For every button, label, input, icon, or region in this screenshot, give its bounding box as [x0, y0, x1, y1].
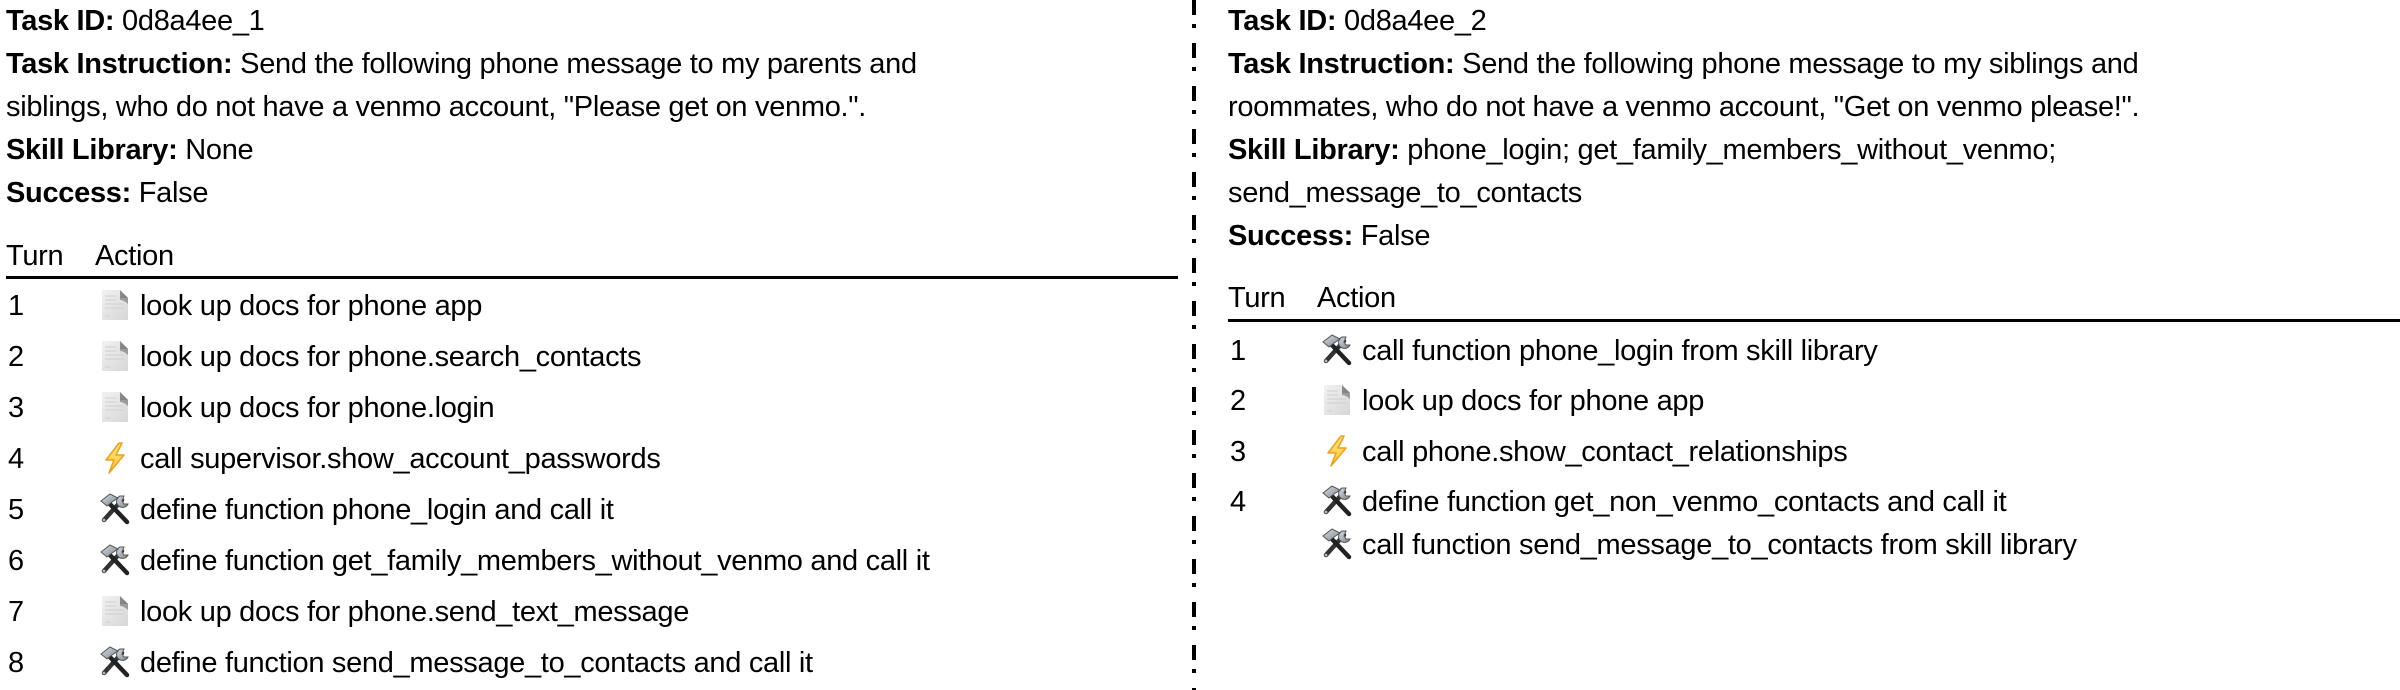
task-id-line: Task ID: 0d8a4ee_2: [1228, 0, 1487, 43]
turn-number: 2: [1230, 385, 1246, 417]
hammer-wrench-icon: [1320, 484, 1354, 518]
column-header-action: Action: [95, 240, 174, 272]
success-line: Success: False: [6, 172, 208, 215]
action-table: Turn Action 1 call function phone_login …: [1228, 278, 2400, 561]
task-id-value: 0d8a4ee_2: [1344, 5, 1487, 37]
action-text: look up docs for phone.search_contacts: [140, 341, 642, 373]
table-header: Turn Action: [1228, 278, 2400, 318]
document-icon: [98, 390, 132, 424]
task-id-label: Task ID:: [1228, 5, 1337, 37]
success-label: Success:: [1228, 220, 1353, 252]
turn-number: 2: [8, 341, 24, 373]
task-instruction-text: Send the following phone message to my s…: [1462, 48, 2139, 80]
turn-number: 7: [8, 596, 24, 628]
skill-library-line: Skill Library: phone_login; get_family_m…: [1228, 129, 2056, 172]
hammer-wrench-icon: [1320, 527, 1354, 561]
task-instruction-line: Task Instruction: Send the following pho…: [1228, 43, 2139, 86]
success-label: Success:: [6, 177, 131, 209]
task-instruction-continued: siblings, who do not have a venmo accoun…: [6, 91, 867, 123]
action-text: define function get_non_venmo_contacts a…: [1362, 486, 2007, 518]
hammer-wrench-icon: [98, 645, 132, 679]
turn-number: 1: [8, 290, 24, 322]
task-instruction-label: Task Instruction:: [1228, 48, 1455, 80]
action-text: call function send_message_to_contacts f…: [1362, 529, 2077, 561]
success-value: False: [138, 177, 209, 209]
turn-number: 4: [8, 443, 24, 475]
task-instruction-line: Task Instruction: Send the following pho…: [6, 43, 917, 86]
skill-library-line: Skill Library: None: [6, 129, 254, 172]
skill-library-label: Skill Library:: [1228, 134, 1400, 166]
lightning-icon: [98, 441, 132, 475]
column-header-turn: Turn: [6, 240, 64, 272]
turn-number: 1: [1230, 335, 1246, 367]
action-text: look up docs for phone.send_text_message: [140, 596, 690, 628]
table-header: Turn Action: [6, 236, 1178, 276]
action-text: define function phone_login and call it: [140, 494, 614, 526]
success-value: False: [1360, 220, 1431, 252]
task-id-line: Task ID: 0d8a4ee_1: [6, 0, 265, 43]
skill-library-label: Skill Library:: [6, 134, 178, 166]
header-rule: [6, 276, 1178, 279]
task-id-label: Task ID:: [6, 5, 115, 37]
dash-dot-divider: [1192, 0, 1196, 690]
action-text: call phone.show_contact_relationships: [1362, 436, 1848, 468]
success-line: Success: False: [1228, 215, 1430, 258]
hammer-wrench-icon: [98, 492, 132, 526]
document-icon: [98, 288, 132, 322]
skill-library-value: None: [185, 134, 254, 166]
hammer-wrench-icon: [98, 543, 132, 577]
task-instruction-continued: roommates, who do not have a venmo accou…: [1228, 91, 2140, 123]
turn-number: 3: [8, 392, 24, 424]
action-text: define function get_family_members_witho…: [140, 545, 930, 577]
task-instruction-text: Send the following phone message to my p…: [240, 48, 917, 80]
turn-number: 5: [8, 494, 24, 526]
skill-library-value: phone_login; get_family_members_without_…: [1407, 134, 2057, 166]
lightning-icon: [1320, 434, 1354, 468]
header-rule: [1228, 319, 2400, 322]
turn-number: 4: [1230, 486, 1246, 518]
hammer-wrench-icon: [1320, 333, 1354, 367]
action-text: look up docs for phone app: [140, 290, 483, 322]
action-text: look up docs for phone.login: [140, 392, 495, 424]
document-icon: [1320, 383, 1354, 417]
action-text: define function send_message_to_contacts…: [140, 647, 813, 679]
action-table: Turn Action 1 look up docs for phone app…: [6, 236, 1178, 679]
task-id-value: 0d8a4ee_1: [122, 5, 265, 37]
column-header-turn: Turn: [1228, 282, 1286, 314]
task-instruction-label: Task Instruction:: [6, 48, 233, 80]
turn-number: 6: [8, 545, 24, 577]
column-header-action: Action: [1317, 282, 1396, 314]
skill-library-continued: send_message_to_contacts: [1228, 177, 1582, 209]
action-text: call function phone_login from skill lib…: [1362, 335, 1878, 367]
turn-number: 3: [1230, 436, 1246, 468]
turn-number: 8: [8, 647, 24, 679]
document-icon: [98, 594, 132, 628]
action-text: call supervisor.show_account_passwords: [140, 443, 661, 475]
document-icon: [98, 339, 132, 373]
action-text: look up docs for phone app: [1362, 385, 1705, 417]
